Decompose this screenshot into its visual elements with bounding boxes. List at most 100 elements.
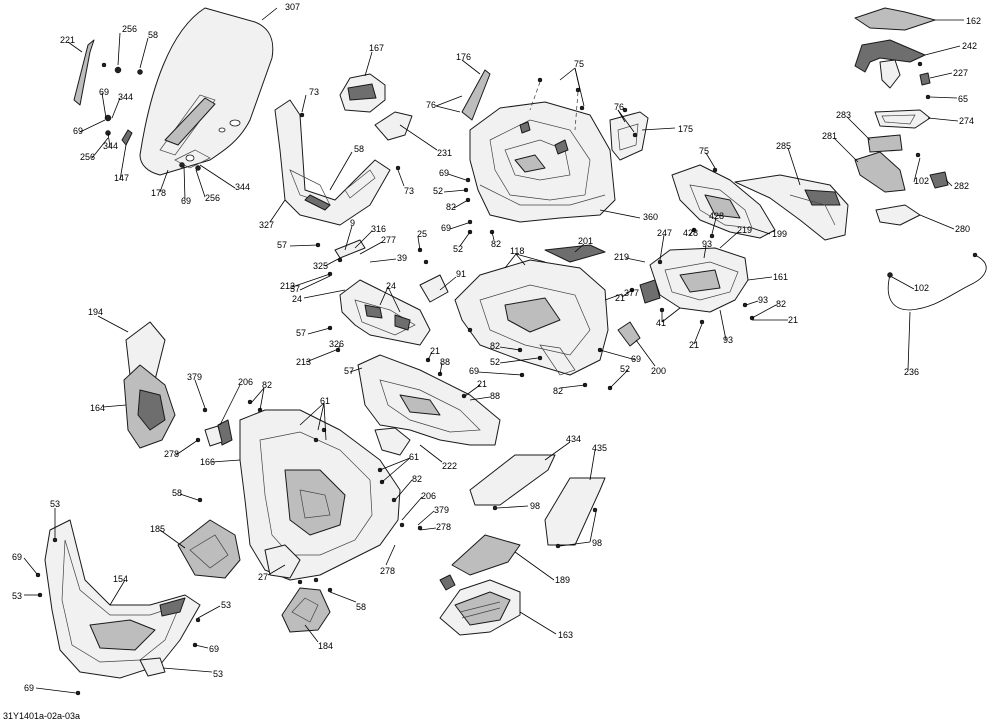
part-callout-label: 213 — [280, 281, 295, 291]
part-callout-label: 428 — [709, 211, 724, 221]
side-panel-185 — [177, 497, 241, 579]
clip-227 — [919, 72, 931, 100]
upper-support-frame — [315, 239, 449, 353]
part-callout-label: 69 — [73, 126, 83, 136]
part-callout-label: 57 — [277, 240, 287, 250]
deflector-189 — [451, 534, 521, 576]
part-callout-label: 53 — [12, 591, 22, 601]
part-callout-label: 69 — [12, 552, 22, 562]
part-callout-label: 82 — [491, 239, 501, 249]
front-fascia-part — [35, 519, 201, 696]
part-callout-label: 88 — [440, 357, 450, 367]
part-callout-label: 256 — [205, 193, 220, 203]
clip-282 — [915, 152, 949, 189]
part-callout-label: 167 — [369, 43, 384, 53]
lower-frame-part — [195, 399, 423, 593]
part-callout-label: 175 — [678, 124, 693, 134]
part-callout-label: 58 — [172, 488, 182, 498]
part-callout-label: 189 — [555, 575, 570, 585]
part-callout-label: 435 — [592, 443, 607, 453]
part-callout-label: 154 — [113, 574, 128, 584]
pad-280 — [875, 204, 921, 226]
part-callout-label: 163 — [558, 630, 573, 640]
panel-434 — [469, 454, 556, 511]
part-callout-label: 344 — [235, 182, 250, 192]
windshield-bracket-part — [274, 99, 401, 226]
part-callout-label: 57 — [296, 328, 306, 338]
part-callout-label: 206 — [421, 491, 436, 501]
part-callout-label: 82 — [262, 380, 272, 390]
part-callout-label: 379 — [187, 372, 202, 382]
part-callout-label: 57 — [290, 284, 300, 294]
part-callout-label: 327 — [259, 220, 274, 230]
part-callout-label: 199 — [772, 229, 787, 239]
mirror-part — [123, 321, 176, 449]
instrument-support-part — [454, 244, 613, 391]
part-callout-label: 82 — [490, 341, 500, 351]
part-callout-label: 307 — [285, 2, 300, 12]
part-callout-label: 41 — [656, 318, 666, 328]
cover-285 — [734, 174, 849, 241]
part-callout-label: 360 — [643, 212, 658, 222]
part-callout-label: 53 — [213, 669, 223, 679]
part-callout-label: 25 — [417, 229, 427, 239]
part-callout-label: 61 — [409, 452, 419, 462]
part-callout-label: 69 — [631, 354, 641, 364]
part-callout-label: 316 — [371, 224, 386, 234]
part-callout-label: 9 — [350, 218, 355, 228]
part-callout-label: 282 — [954, 181, 969, 191]
part-callout-label: 69 — [181, 196, 191, 206]
part-callout-label: 219 — [614, 252, 629, 262]
part-callout-label: 69 — [441, 223, 451, 233]
cable-236 — [887, 252, 987, 311]
part-callout-label: 21 — [788, 315, 798, 325]
part-callout-label: 98 — [592, 538, 602, 548]
part-callout-label: 73 — [404, 186, 414, 196]
part-callout-label: 164 — [90, 403, 105, 413]
part-callout-label: 434 — [566, 434, 581, 444]
part-callout-label: 58 — [354, 144, 364, 154]
part-callout-label: 24 — [292, 294, 302, 304]
block-283 — [867, 134, 903, 153]
part-callout-label: 27 — [258, 572, 268, 582]
main-frame-part — [357, 354, 501, 456]
part-callout-label: 53 — [50, 499, 60, 509]
part-callout-label: 53 — [221, 600, 231, 610]
part-callout-label: 219 — [737, 225, 752, 235]
side-panel-176 — [461, 69, 491, 121]
top-cover-162 — [854, 7, 936, 31]
windshield-hardware — [73, 39, 201, 171]
part-callout-label: 102 — [914, 176, 929, 186]
cover-part-167 — [339, 73, 386, 113]
headlight-part — [439, 574, 521, 636]
part-callout-label: 344 — [118, 92, 133, 102]
part-callout-label: 278 — [436, 522, 451, 532]
part-callout-label: 285 — [776, 141, 791, 151]
trim-274 — [874, 109, 931, 129]
part-callout-label: 91 — [456, 269, 466, 279]
windshield-part — [139, 7, 274, 176]
part-callout-label: 69 — [469, 366, 479, 376]
part-callout-label: 52 — [453, 244, 463, 254]
leader-lines — [23, 7, 964, 694]
part-callout-label: 58 — [356, 602, 366, 612]
part-callout-label: 21 — [477, 379, 487, 389]
part-callout-label: 93 — [723, 335, 733, 345]
reference-code: 31Y1401a-02a-03a — [3, 711, 80, 721]
part-callout-label: 201 — [578, 236, 593, 246]
part-callout-label: 277 — [381, 235, 396, 245]
part-callout-label: 283 — [836, 110, 851, 120]
part-callout-label: 98 — [530, 501, 540, 511]
part-callout-label: 256 — [122, 24, 137, 34]
part-callout-label: 325 — [313, 261, 328, 271]
part-callout-label: 200 — [651, 366, 666, 376]
part-callout-label: 162 — [966, 16, 981, 26]
part-callout-label: 222 — [442, 461, 457, 471]
part-callout-label: 274 — [959, 116, 974, 126]
part-callout-label: 69 — [99, 87, 109, 97]
part-callout-label: 278 — [380, 566, 395, 576]
part-callout-label: 118 — [510, 246, 524, 256]
part-callout-label: 247 — [657, 228, 672, 238]
